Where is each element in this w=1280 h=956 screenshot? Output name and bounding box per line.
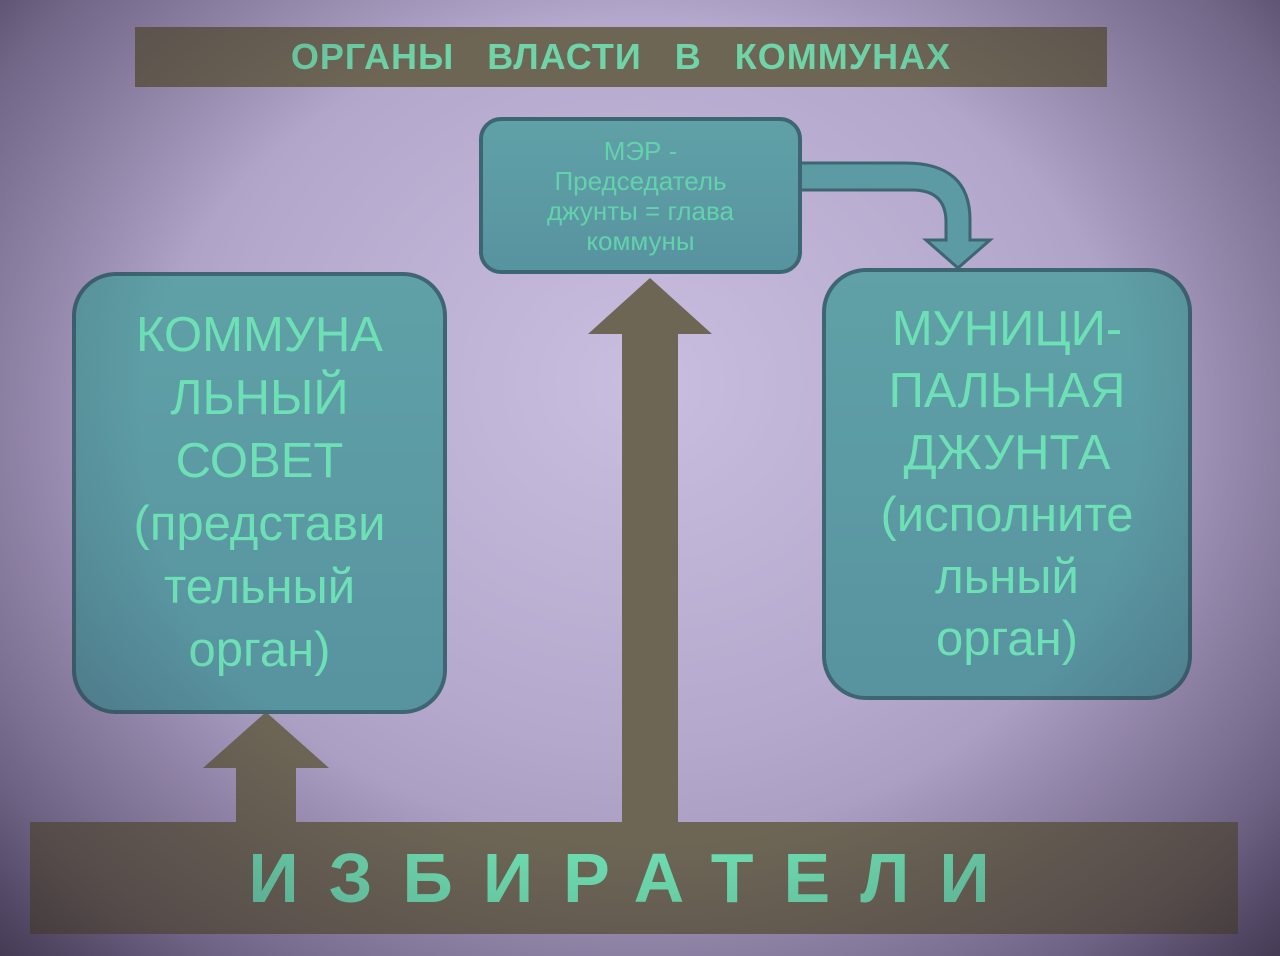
arrow-voters-to-mayor (588, 278, 712, 826)
municipal-junta-label: МУНИЦИ- ПАЛЬНАЯ ДЖУНТА (исполните льный … (880, 302, 1134, 666)
communal-council-label: КОММУНА ЛЬНЫЙ СОВЕТ (представи тельный о… (133, 308, 386, 677)
municipal-junta-node: МУНИЦИ- ПАЛЬНАЯ ДЖУНТА (исполните льный … (822, 268, 1192, 700)
voters-label: ИЗБИРАТЕЛИ (248, 839, 1020, 917)
communal-council-node: КОММУНА ЛЬНЫЙ СОВЕТ (представи тельный о… (72, 272, 447, 714)
arrow-mayor-to-junta (798, 161, 994, 270)
mayor-node: МЭР - Председатель джунты = глава коммун… (479, 117, 802, 274)
arrow-voters-to-council (203, 712, 329, 830)
mayor-label: МЭР - Председатель джунты = глава коммун… (547, 135, 734, 256)
voters-bar: ИЗБИРАТЕЛИ (30, 822, 1238, 934)
